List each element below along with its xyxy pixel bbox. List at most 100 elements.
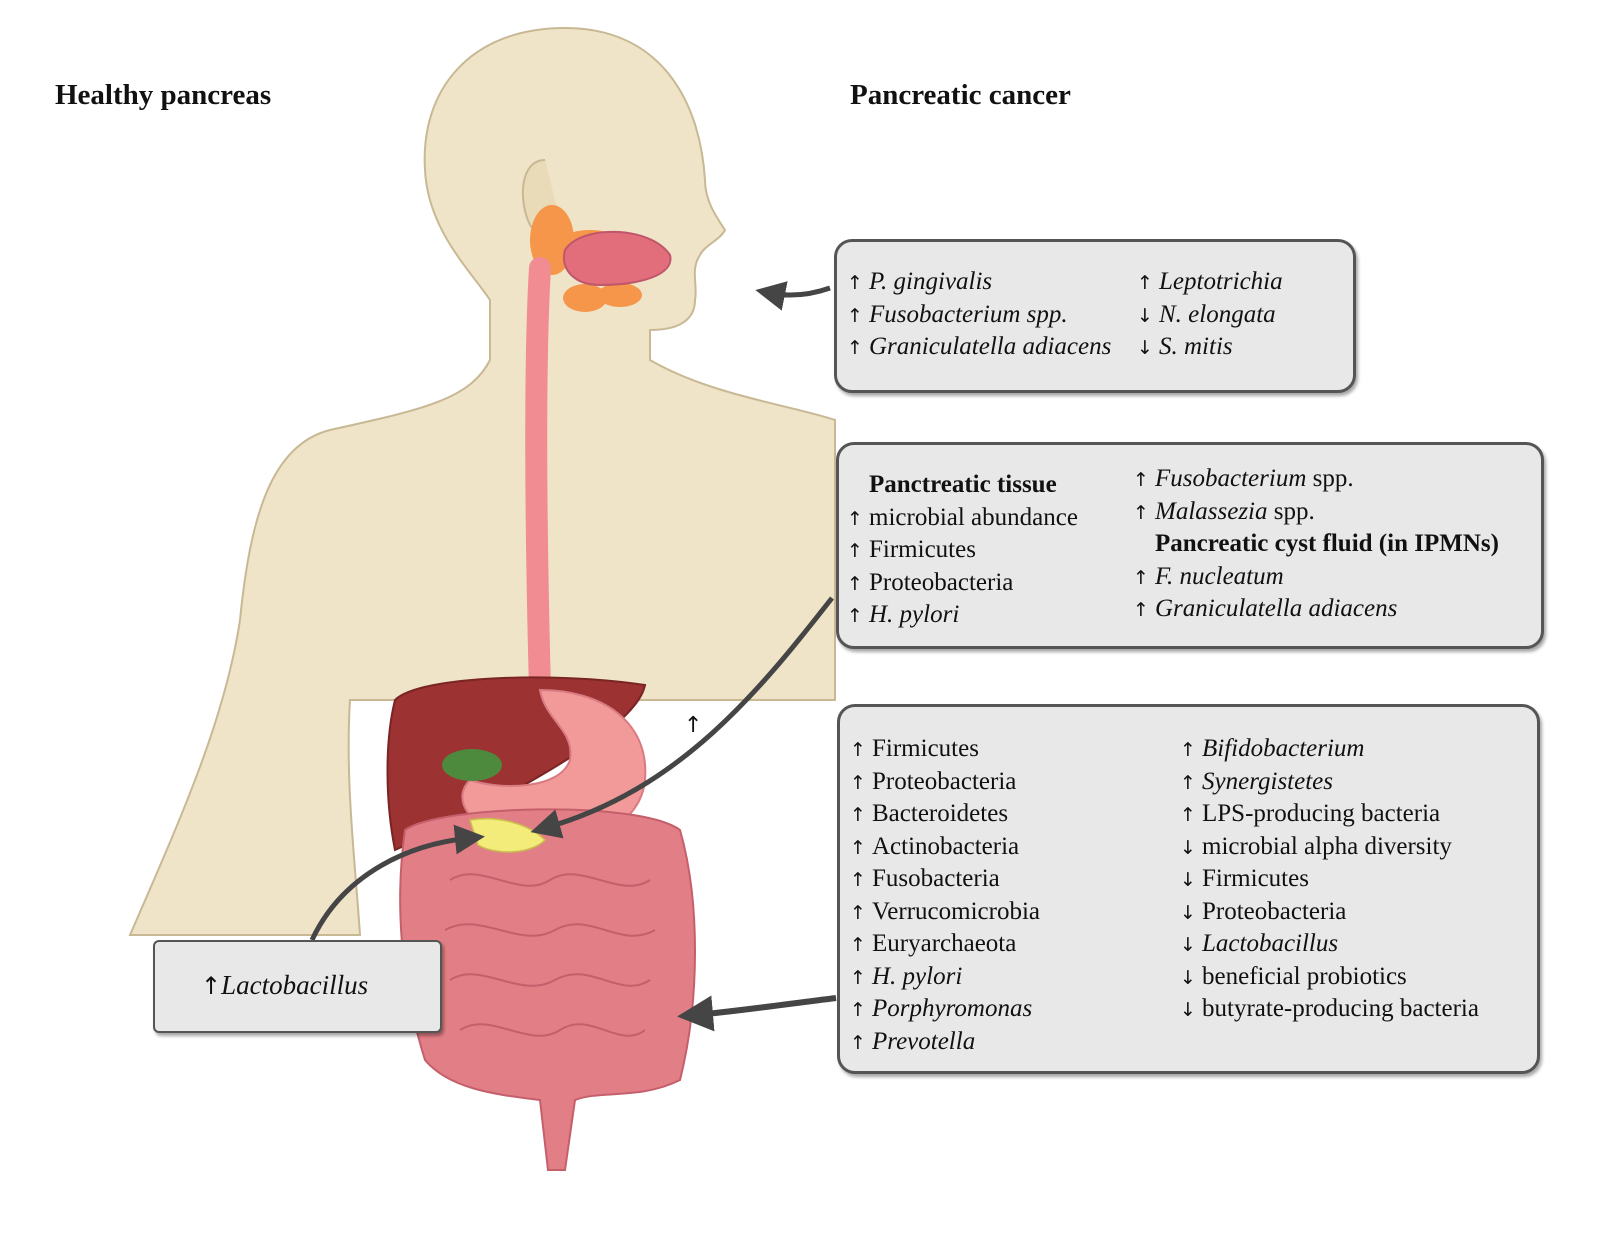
trend-arrow: ↓	[1180, 901, 1196, 924]
taxon-row: ↓ microbial alpha diversity	[1180, 831, 1479, 864]
taxon-row: ↑ Verrucomicrobia	[850, 896, 1040, 929]
trend-arrow: ↓	[1180, 836, 1196, 859]
taxon-row: ↑ Proteobacteria	[850, 766, 1040, 799]
gallbladder	[442, 749, 502, 781]
trend-arrow: ↑	[850, 1031, 866, 1054]
trend-arrow: ↑	[847, 572, 863, 595]
trend-arrow: ↑	[1180, 771, 1196, 794]
taxon-row: ↑H. pylori	[850, 961, 1040, 994]
section-heading: Pancreatic cyst fluid (in IPMNs)	[1133, 528, 1499, 561]
section-heading-text: Pancreatic cyst fluid (in IPMNs)	[1155, 530, 1499, 557]
arrow-to-pancreas	[530, 596, 834, 839]
taxon-text: Bacteroidetes	[872, 800, 1009, 827]
taxon-text: Proteobacteria	[872, 767, 1017, 795]
taxon-row: ↓ Lactobacillus	[1180, 928, 1479, 961]
taxon-row: ↓ S. mitis	[1137, 331, 1283, 364]
trend-arrow: ↑	[1133, 469, 1149, 491]
pancreatic-tissue-col: Panctreatic tissue↑microbial abundance↑F…	[847, 469, 1078, 632]
taxon-italic: Porphyromonas	[872, 995, 1033, 1022]
trend-arrow: ↑	[1180, 739, 1196, 761]
taxon-row: ↑ F. nucleatum	[1133, 561, 1499, 594]
trend-arrow: ↑	[850, 966, 866, 989]
trend-arrow: ↑	[850, 739, 866, 761]
taxon-row: ↑Actinobacteria	[850, 831, 1040, 864]
trend-arrow: ↑	[847, 507, 863, 530]
taxon-italic: P. gingivalis	[869, 268, 993, 295]
taxon-text: Euryarchaeota	[872, 930, 1017, 957]
trend-arrow: ↑	[847, 605, 863, 627]
taxon-italic: H. pylori	[869, 601, 960, 628]
trend-arrow: ↑	[847, 540, 863, 562]
taxon-row: ↑ Graniculatella adiacens	[847, 331, 1111, 364]
taxon-text: Actinobacteria	[872, 832, 1020, 860]
taxon-row: ↑Malassezia spp.	[1133, 496, 1499, 529]
healthy-lactobacillus: ↑Lactobacillus	[201, 970, 368, 1001]
trend-arrow: ↑	[850, 869, 866, 891]
taxon-row: ↑Proteobacteria	[847, 567, 1078, 600]
taxon-italic: Bifidobacterium	[1202, 735, 1365, 762]
taxon-name: Lactobacillus	[221, 970, 369, 1000]
taxon-italic: Graniculatella adiacens	[869, 333, 1112, 360]
trend-arrow: ↓	[1180, 934, 1196, 956]
healthy-lactobacillus-box: ↑Lactobacillus	[153, 940, 442, 1033]
taxon-row: ↑Fusobacterium spp.	[847, 299, 1111, 332]
intestine-coils	[444, 873, 656, 1037]
taxon-row: ↑ Firmicutes	[847, 534, 1078, 567]
taxon-row: ↑Graniculatella adiacens	[1133, 593, 1499, 626]
trend-arrow: ↓	[1180, 869, 1196, 891]
small-up-arrow: ↑	[684, 713, 703, 738]
taxon-italic: Lactobacillus	[1202, 930, 1339, 957]
trend-arrow: ↑	[850, 901, 866, 924]
taxon-italic: Fusobacterium	[1155, 465, 1307, 492]
intestines	[399, 808, 696, 1171]
trend-arrow: ↑	[847, 272, 863, 294]
trend-arrow: ↑	[1133, 599, 1149, 621]
trend-arrow: ↑	[850, 934, 866, 956]
arrow-to-mouth	[755, 281, 831, 311]
taxon-text: microbial abundance	[869, 503, 1078, 531]
taxon-row: ↑LPS-producing bacteria	[1180, 798, 1479, 831]
taxon-row: ↑ Euryarchaeota	[850, 928, 1040, 961]
oral-cavity	[563, 230, 672, 287]
taxon-row: ↑ P. gingivalis	[847, 266, 1111, 299]
taxon-italic: Prevotella	[872, 1027, 976, 1055]
taxon-text: Proteobacteria	[1202, 897, 1347, 925]
taxon-italic: Malassezia	[1155, 497, 1268, 525]
pancreas-microbiome-box: Panctreatic tissue↑microbial abundance↑F…	[836, 442, 1544, 649]
taxon-row: ↑ Bifidobacterium	[1180, 733, 1479, 766]
taxon-text: spp.	[1306, 465, 1354, 492]
taxon-text: spp.	[1267, 497, 1315, 525]
taxon-text: Firmicutes	[869, 536, 976, 563]
taxon-row: ↑ Fusobacterium spp.	[1133, 463, 1499, 496]
up-arrow: ↑	[201, 972, 222, 1000]
taxon-text: microbial alpha diversity	[1202, 832, 1452, 860]
trend-arrow: ↑	[1133, 566, 1149, 589]
taxon-row: ↓ N. elongata	[1137, 299, 1283, 332]
taxon-text: Verrucomicrobia	[872, 897, 1040, 925]
taxon-italic: N. elongata	[1159, 300, 1276, 328]
taxon-row: ↑Synergistetes	[1180, 766, 1479, 799]
taxon-text: LPS-producing bacteria	[1202, 800, 1441, 827]
taxon-italic: S. mitis	[1159, 333, 1233, 360]
trend-arrow: ↑	[850, 999, 866, 1021]
taxon-row: ↑ Bacteroidetes	[850, 798, 1040, 831]
trend-arrow: ↓	[1137, 304, 1153, 327]
trend-arrow: ↓	[1137, 337, 1153, 359]
taxon-italic: Fusobacterium spp.	[869, 300, 1068, 328]
trend-arrow: ↑	[850, 804, 866, 826]
gut-col1: ↑Firmicutes↑Proteobacteria↑Bacteroidetes…	[850, 733, 1040, 1058]
trend-arrow: ↑	[847, 337, 863, 359]
heading-healthy-pancreas: Healthy pancreas	[55, 79, 272, 111]
taxon-row: ↑ Prevotella	[850, 1026, 1040, 1059]
gut-col2: ↑Bifidobacterium↑Synergistetes↑LPS-produ…	[1180, 733, 1479, 1026]
taxon-row: ↓butyrate-producing bacteria	[1180, 993, 1479, 1026]
taxon-text: butyrate-producing bacteria	[1202, 995, 1479, 1022]
taxon-row: ↑ H. pylori	[847, 599, 1078, 632]
taxon-italic: F. nucleatum	[1155, 562, 1284, 590]
taxon-row: ↑ Porphyromonas	[850, 993, 1040, 1026]
heading-pancreatic-cancer: Pancreatic cancer	[850, 79, 1071, 111]
arrow-healthy-to-pancreas	[309, 824, 485, 942]
trend-arrow: ↑	[850, 771, 866, 794]
trend-arrow: ↑	[1137, 272, 1153, 294]
